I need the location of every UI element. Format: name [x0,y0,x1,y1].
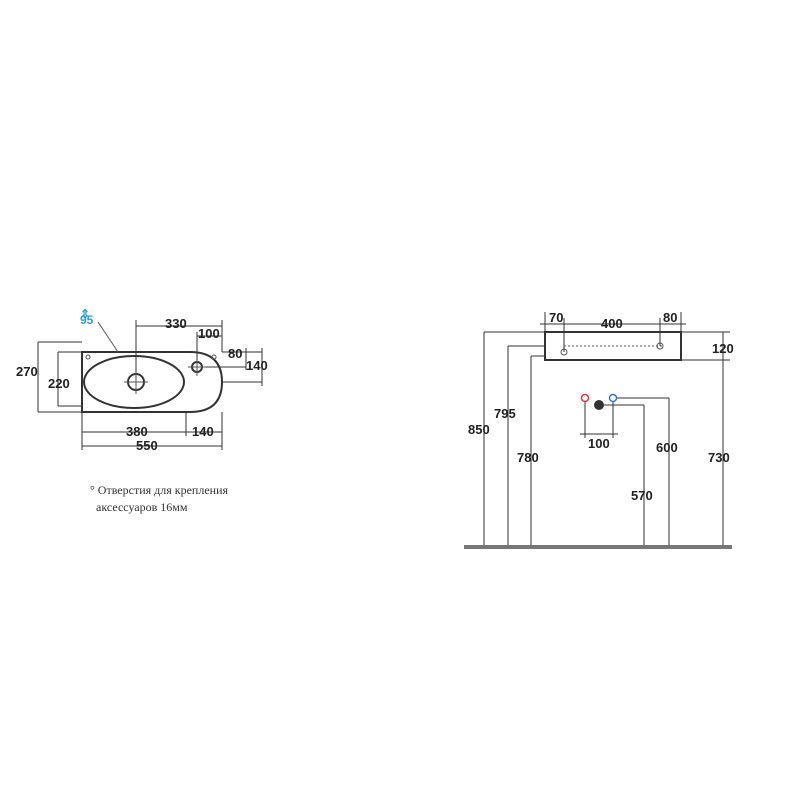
dim-780: 780 [517,450,539,465]
cold-water-icon [608,393,618,403]
dim-100-pipes: 100 [588,436,610,451]
dim-270: 270 [16,364,38,379]
dim-140-right: 140 [246,358,268,373]
dim-380: 380 [126,424,148,439]
dim-600: 600 [656,440,678,455]
bowl-oval [83,355,185,409]
floor-line [464,545,732,549]
dim-140-bottom: 140 [192,424,214,439]
dim-70: 70 [549,310,563,325]
dim-120: 120 [712,341,734,356]
dim-100: 100 [198,326,220,341]
accessory-hole-right [211,354,217,360]
dim-80: 80 [228,346,242,361]
dim-570: 570 [631,488,653,503]
hole-marker-label: 95 [80,313,94,327]
drain-outlet-icon [594,400,604,410]
note-line-2: аксессуаров 16мм [96,500,188,514]
note-line-1: ° Отверстия для крепления [90,483,228,497]
side-view: 70 400 80 120 730 850 795 780 100 600 57… [464,310,734,549]
dim-730: 730 [708,450,730,465]
dim-795: 795 [494,406,516,421]
dim-400: 400 [601,316,623,331]
basin-outline [81,351,224,413]
hot-water-icon [580,393,590,403]
top-view: 95 ⇕ 330 100 80 140 270 220 380 14 [16,307,268,453]
dim-850: 850 [468,422,490,437]
dim-550: 550 [136,438,158,453]
dim-220: 220 [48,376,70,391]
dim-330: 330 [165,316,187,331]
dim-80-side: 80 [663,310,677,325]
up-down-arrow-icon: ⇕ [80,307,90,321]
accessory-hole-left [85,354,91,360]
